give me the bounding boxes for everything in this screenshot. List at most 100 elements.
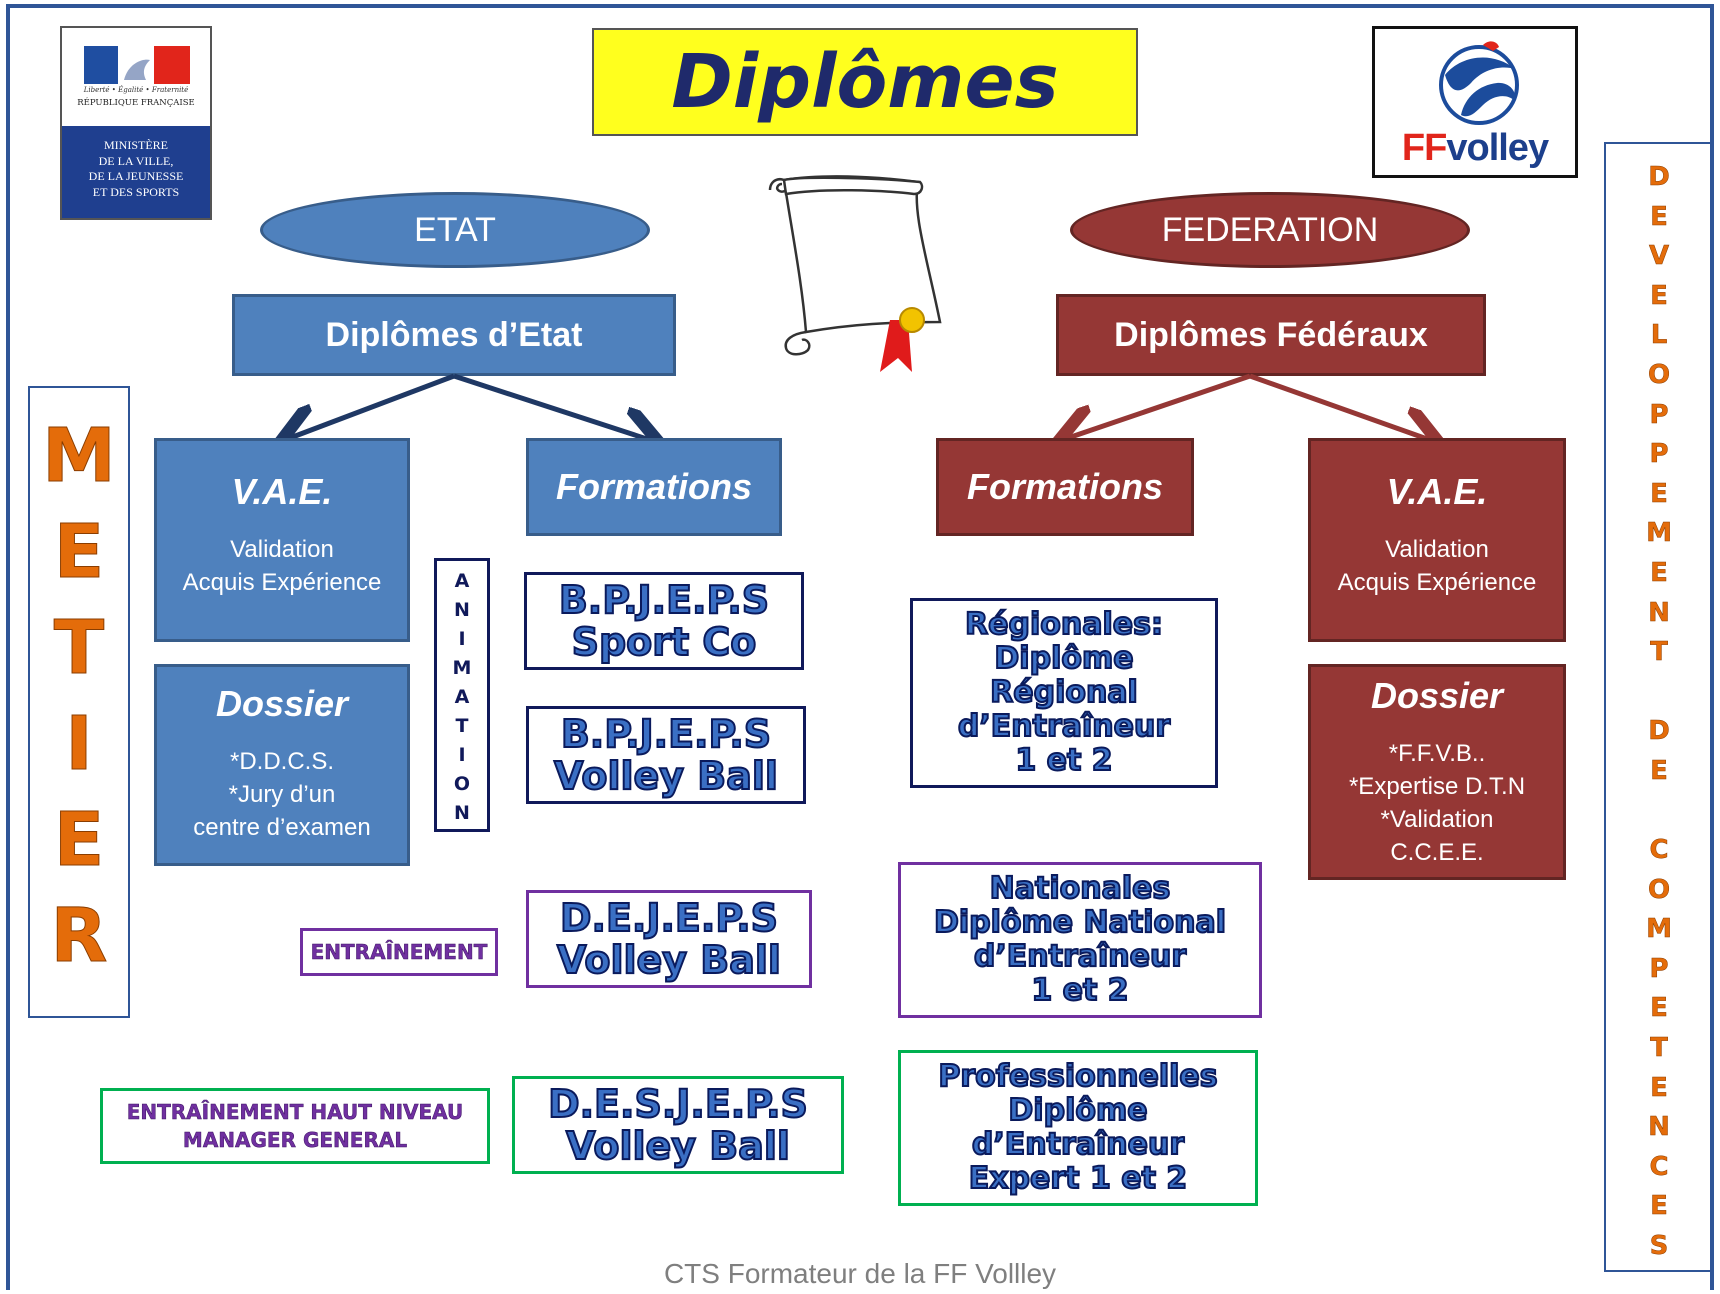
etat-dossier-card: Dossier *D.D.C.S. *Jury d’un centre d’ex… (154, 664, 410, 866)
ministry-logo: Liberté • Égalité • Fraternité RÉPUBLIQU… (60, 26, 212, 220)
nationales-line: Nationales (989, 871, 1172, 907)
federation-dossier-title: Dossier (1370, 675, 1504, 716)
bpjeps-volley-ball-box: B.P.J.E.P.S Volley Ball (526, 706, 806, 804)
developpement-letter: E (1650, 280, 1668, 311)
entrainement-label: ENTRAÎNEMENT (300, 928, 498, 976)
developpement-letter: N (1648, 1112, 1670, 1143)
federation-ellipse-label: FEDERATION (1161, 210, 1379, 249)
etat-vae-line: Validation (230, 536, 334, 563)
haut-niveau-line: MANAGER GENERAL (182, 1128, 408, 1153)
etat-vae-card: V.A.E. Validation Acquis Expérience (154, 438, 410, 642)
developpement-letter: C (1649, 835, 1669, 866)
federation-formations-title: Formations (966, 466, 1163, 507)
professionnelles-line: d’Entraîneur (971, 1127, 1185, 1163)
animation-letter: A (454, 686, 470, 708)
regionales-box: Régionales: Diplôme Régional d’Entraîneu… (910, 598, 1218, 788)
developpement-letter: O (1647, 874, 1671, 905)
regionales-line: Diplôme (993, 641, 1134, 677)
etat-header: Diplômes d’Etat (232, 294, 676, 376)
etat-formations-title: Formations (555, 466, 752, 507)
diploma-scroll-icon (762, 172, 942, 378)
developpement-letter: D (1648, 716, 1670, 747)
haut-niveau-line: ENTRAÎNEMENT HAUT NIVEAU (126, 1100, 464, 1125)
page-title-text: Diplômes (671, 39, 1059, 125)
nationales-line: Diplôme National (933, 905, 1227, 941)
developpement-letter: O (1647, 359, 1671, 390)
republic-motto: Liberté • Égalité • Fraternité (83, 86, 189, 94)
federation-header: Diplômes Fédéraux (1056, 294, 1486, 376)
animation-letter: A (454, 570, 470, 592)
metier-letter: E (53, 509, 105, 596)
ffvolley-wordmark: FFvolley (1375, 127, 1575, 170)
developpement-letter: E (1650, 993, 1668, 1024)
nationales-line: d’Entraîneur (973, 939, 1187, 975)
animation-letter: N (454, 599, 470, 621)
regionales-line: 1 et 2 (1014, 743, 1113, 779)
federation-dossier-card: Dossier *F.F.V.B.. *Expertise D.T.N *Val… (1308, 664, 1566, 880)
developpement-letter: T (1650, 1033, 1668, 1064)
etat-formations-card: Formations (526, 438, 782, 536)
volleyball-icon (1431, 35, 1527, 131)
animation-letter: O (453, 773, 471, 795)
etat-vae-line: Acquis Expérience (182, 569, 382, 596)
developpement-letter: V (1648, 241, 1670, 272)
bpjeps-sport-line: Sport Co (571, 620, 758, 664)
dejeps-line: Volley Ball (556, 938, 782, 982)
professionnelles-line: Expert 1 et 2 (968, 1161, 1189, 1197)
dejeps-volley-ball-box: D.E.J.E.P.S Volley Ball (526, 890, 812, 988)
federation-vae-line: Validation (1385, 536, 1489, 563)
developpement-letter: N (1648, 597, 1670, 628)
republic-name: RÉPUBLIQUE FRANÇAISE (77, 98, 195, 108)
developpement-letter: S (1649, 1231, 1669, 1262)
regionales-line: Régional (989, 675, 1139, 711)
metier-letter: E (53, 797, 105, 884)
developpement-letter (1654, 792, 1663, 832)
etat-ellipse: ETAT (260, 192, 650, 268)
developpement-letter: E (1650, 1072, 1668, 1103)
footer-credit: CTS Formateur de la FF Vollley (663, 1258, 1057, 1289)
metier-letter: T (53, 605, 105, 692)
page-title: Diplômes (592, 28, 1138, 136)
developpement-letter: P (1649, 953, 1669, 984)
bpjeps-sport-line: B.P.J.E.P.S (558, 578, 770, 622)
bpjeps-sport-co-box: B.P.J.E.P.S Sport Co (524, 572, 804, 670)
developpement-letter: M (1646, 518, 1672, 549)
animation-letter: I (458, 628, 466, 650)
ministry-line: DE LA JEUNESSE (88, 169, 184, 183)
arrow-fed-formations (1068, 373, 1251, 438)
ministry-line: MINISTÈRE (104, 138, 168, 152)
federation-vae-line: Acquis Expérience (1337, 569, 1537, 596)
dejeps-line: D.E.J.E.P.S (559, 896, 779, 940)
animation-letter: N (454, 802, 470, 824)
regionales-line: Régionales: (964, 607, 1164, 643)
etat-header-label: Diplômes d’Etat (325, 315, 583, 354)
animation-letter: T (455, 715, 469, 737)
animation-letter: I (458, 744, 466, 766)
federation-dossier-line: *Expertise D.T.N (1348, 773, 1526, 800)
professionnelles-line: Professionnelles (937, 1059, 1218, 1095)
ministry-panel: MINISTÈRE DE LA VILLE, DE LA JEUNESSE ET… (62, 126, 210, 218)
etat-dossier-line: centre d’examen (193, 814, 371, 841)
etat-dossier-title: Dossier (215, 683, 349, 724)
developpement-letter: E (1650, 755, 1668, 786)
nationales-line: 1 et 2 (1030, 973, 1129, 1009)
desjeps-line: Volley Ball (565, 1124, 791, 1168)
arrow-fed-vae (1249, 373, 1430, 440)
professionnelles-box: Professionnelles Diplôme d’Entraîneur Ex… (898, 1050, 1258, 1206)
desjeps-line: D.E.S.J.E.P.S (547, 1082, 809, 1126)
federation-vae-title: V.A.E. (1386, 471, 1488, 512)
developpement-letter: E (1650, 201, 1668, 232)
regionales-line: d’Entraîneur (957, 709, 1171, 745)
developpement-letter: M (1646, 914, 1672, 945)
developpement-letter: E (1650, 478, 1668, 509)
federation-vae-card: V.A.E. Validation Acquis Expérience (1308, 438, 1566, 642)
animation-letter: M (452, 657, 472, 679)
haut-niveau-label: ENTRAÎNEMENT HAUT NIVEAU MANAGER GENERAL (100, 1088, 490, 1164)
developpement-letter: P (1649, 399, 1669, 430)
ffvolley-volley: volley (1446, 127, 1549, 169)
etat-dossier-line: *Jury d’un (228, 781, 336, 808)
